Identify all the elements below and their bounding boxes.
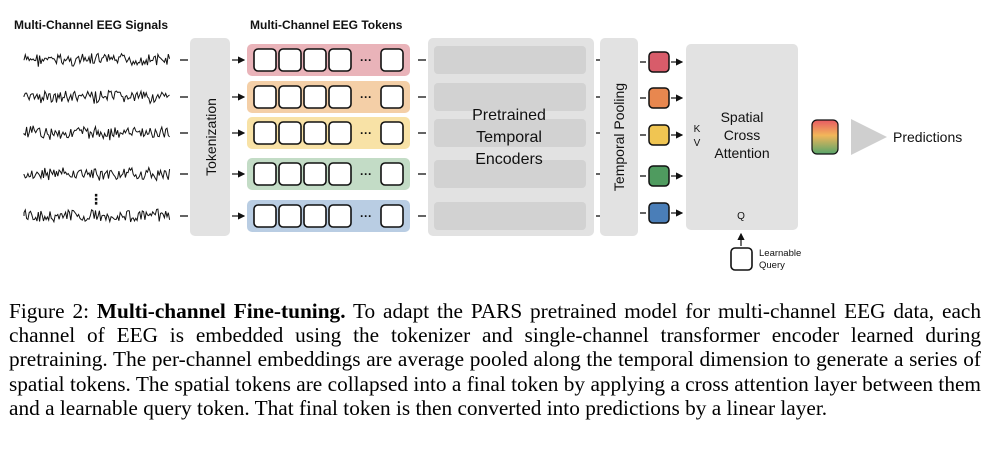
token	[278, 85, 302, 109]
pooling-label: Temporal Pooling	[611, 83, 627, 191]
token	[380, 85, 404, 109]
pooling-block	[600, 38, 638, 236]
learnable-label-2: Query	[759, 260, 785, 271]
token	[380, 204, 404, 228]
eeg-waveform	[23, 166, 171, 182]
prediction-token	[811, 119, 839, 155]
token-ellipsis: ···	[360, 53, 372, 67]
token	[328, 85, 352, 109]
token	[303, 85, 327, 109]
learnable-query-token	[730, 247, 753, 271]
spatial-token	[648, 202, 670, 224]
token-ellipsis: ···	[360, 167, 372, 181]
token	[328, 162, 352, 186]
eeg-signals	[23, 52, 188, 224]
v-label: V	[694, 138, 701, 149]
token	[278, 48, 302, 72]
k-label: K	[694, 124, 701, 135]
spatial-tokens	[640, 51, 684, 224]
token	[253, 162, 277, 186]
token	[303, 48, 327, 72]
token	[253, 48, 277, 72]
caption-title: Multi-channel Fine-tuning.	[96, 299, 346, 323]
spatial-token	[648, 165, 670, 187]
encoder-line-1: Pretrained	[472, 107, 546, 124]
spatial-token	[648, 51, 670, 73]
encoder-bar	[434, 83, 586, 111]
attention-line-2: Cross	[724, 127, 761, 143]
figure-caption: Figure 2: Multi-channel Fine-tuning. To …	[9, 299, 981, 420]
token	[278, 121, 302, 145]
token	[253, 121, 277, 145]
spatial-token	[648, 124, 670, 146]
token-ellipsis: ···	[360, 90, 372, 104]
eeg-waveform	[23, 52, 171, 67]
learnable-label-1: Learnable	[759, 248, 801, 259]
eeg-waveform	[23, 208, 171, 224]
eeg-waveform	[23, 89, 170, 105]
eeg-token-rows: ··· ··· ··· ··· ···	[232, 44, 426, 232]
signals-vdots: ⋮	[89, 191, 103, 207]
token	[380, 121, 404, 145]
encoder-line-3: Encoders	[475, 151, 543, 168]
token	[380, 48, 404, 72]
token	[328, 48, 352, 72]
token	[253, 85, 277, 109]
token	[303, 162, 327, 186]
token	[253, 204, 277, 228]
token	[328, 121, 352, 145]
token-ellipsis: ···	[360, 126, 372, 140]
encoder-bar	[434, 46, 586, 74]
eeg-waveform	[23, 124, 170, 141]
signals-title: Multi-Channel EEG Signals	[14, 18, 168, 32]
prediction-head	[851, 119, 887, 155]
token	[380, 162, 404, 186]
tokens-title: Multi-Channel EEG Tokens	[250, 18, 403, 32]
architecture-diagram: Multi-Channel EEG Signals Multi-Channel …	[14, 18, 962, 271]
encoder-bars	[434, 46, 600, 230]
encoder-bar	[434, 119, 586, 147]
encoder-line-2: Temporal	[476, 129, 542, 146]
tokenization-label: Tokenization	[203, 98, 219, 176]
attention-line-3: Attention	[714, 145, 769, 161]
token	[303, 121, 327, 145]
encoder-bar	[434, 160, 586, 188]
token	[303, 204, 327, 228]
token	[278, 204, 302, 228]
q-label: Q	[737, 211, 745, 222]
caption-body: To adapt the PARS pretrained model for m…	[9, 299, 981, 420]
token-ellipsis: ···	[360, 209, 372, 223]
token	[328, 204, 352, 228]
attention-block	[686, 44, 798, 230]
predictions-label: Predictions	[893, 129, 962, 145]
encoder-bar	[434, 202, 586, 230]
attention-line-1: Spatial	[721, 109, 764, 125]
tokenization-block	[190, 38, 230, 236]
caption-prefix: Figure 2:	[9, 299, 97, 323]
token	[278, 162, 302, 186]
spatial-token	[648, 87, 670, 109]
